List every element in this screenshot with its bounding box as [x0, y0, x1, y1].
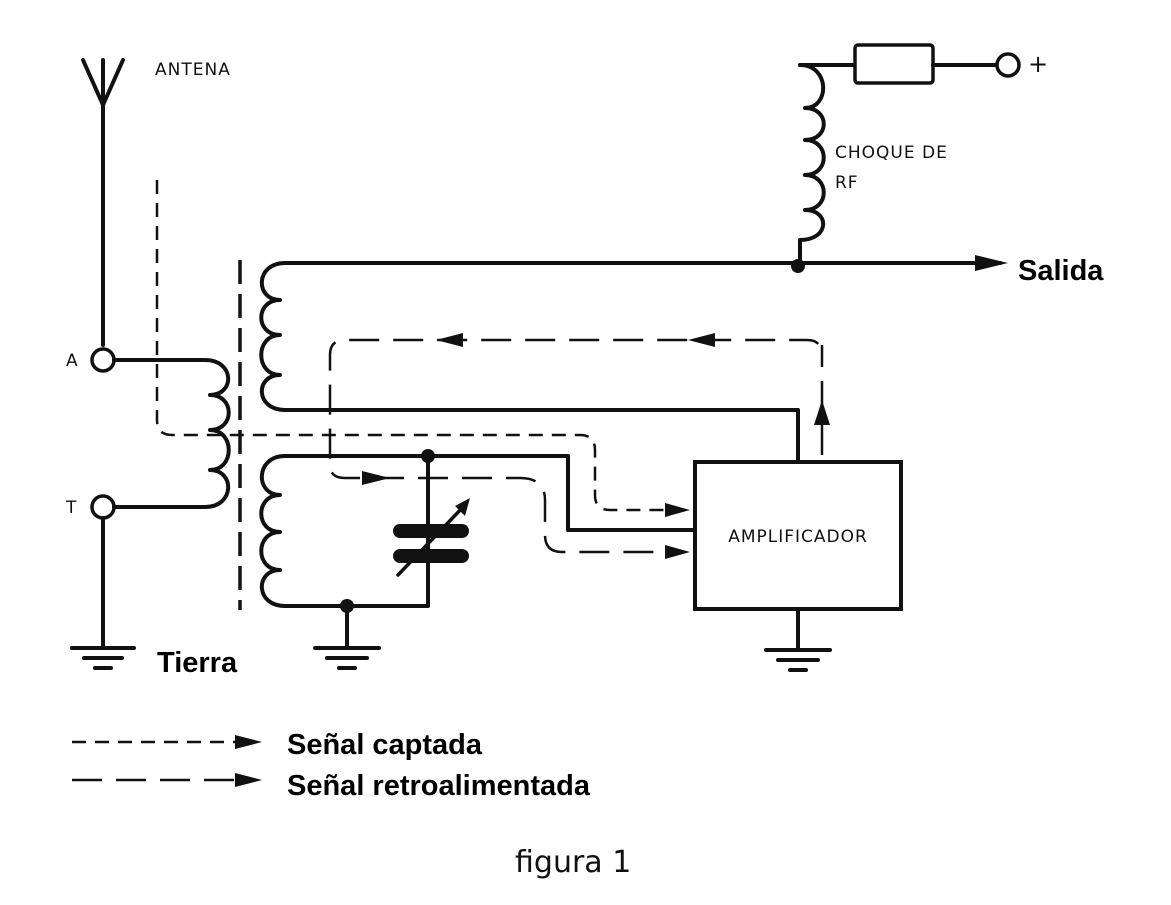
antenna-label: ANTENA	[155, 60, 231, 80]
captured-signal-arrow	[665, 503, 690, 517]
ground-symbol-right	[764, 607, 832, 672]
terminal-a	[90, 347, 116, 373]
feedback-coil	[259, 261, 287, 412]
figure-caption: figura 1	[515, 845, 631, 880]
power-terminal	[995, 52, 1021, 78]
antenna-coil	[112, 358, 231, 509]
amplifier-block	[693, 460, 903, 611]
feedback-signal-path	[328, 338, 824, 554]
legend-captured-label: Señal captada	[287, 729, 483, 761]
amplifier-label: AMPLIFICADOR	[728, 527, 868, 547]
terminal-a-label: A	[66, 351, 79, 371]
feedback-arrow-up	[814, 400, 830, 425]
rf-choke-label-line1: CHOQUE DE	[835, 143, 948, 163]
rf-choke	[798, 63, 857, 265]
feedback-arrow-left-2	[436, 333, 463, 347]
tuned-coil-bottom-wire	[283, 454, 430, 608]
captured-signal-path	[155, 180, 675, 512]
ground-symbol-left	[70, 516, 136, 670]
tuned-coil-top-wire	[283, 454, 697, 532]
legend-feedback-label: Señal retroalimentada	[287, 770, 591, 802]
rf-choke-label-line2: RF	[835, 173, 859, 193]
output-arrow	[975, 255, 1008, 271]
resistor	[853, 43, 935, 85]
legend-feedback	[72, 773, 262, 787]
power-terminal-label: +	[1028, 50, 1049, 78]
feedback-arrow-left-1	[688, 333, 715, 347]
output-label: Salida	[1018, 255, 1104, 287]
terminal-t-label: T	[65, 498, 77, 518]
tuned-coil	[259, 454, 287, 608]
feedback-arrow-right-1	[362, 471, 390, 485]
antenna-symbol	[81, 58, 125, 347]
feedback-coil-return-wire	[283, 408, 800, 464]
feedback-arrow-right-2	[665, 545, 690, 559]
junction-dot-tuned-top	[421, 449, 435, 463]
variable-capacitor	[393, 498, 470, 577]
ground-symbol-middle	[313, 604, 381, 670]
terminal-t	[90, 494, 116, 520]
legend-captured	[72, 735, 262, 749]
ground-label: Tierra	[157, 647, 238, 679]
